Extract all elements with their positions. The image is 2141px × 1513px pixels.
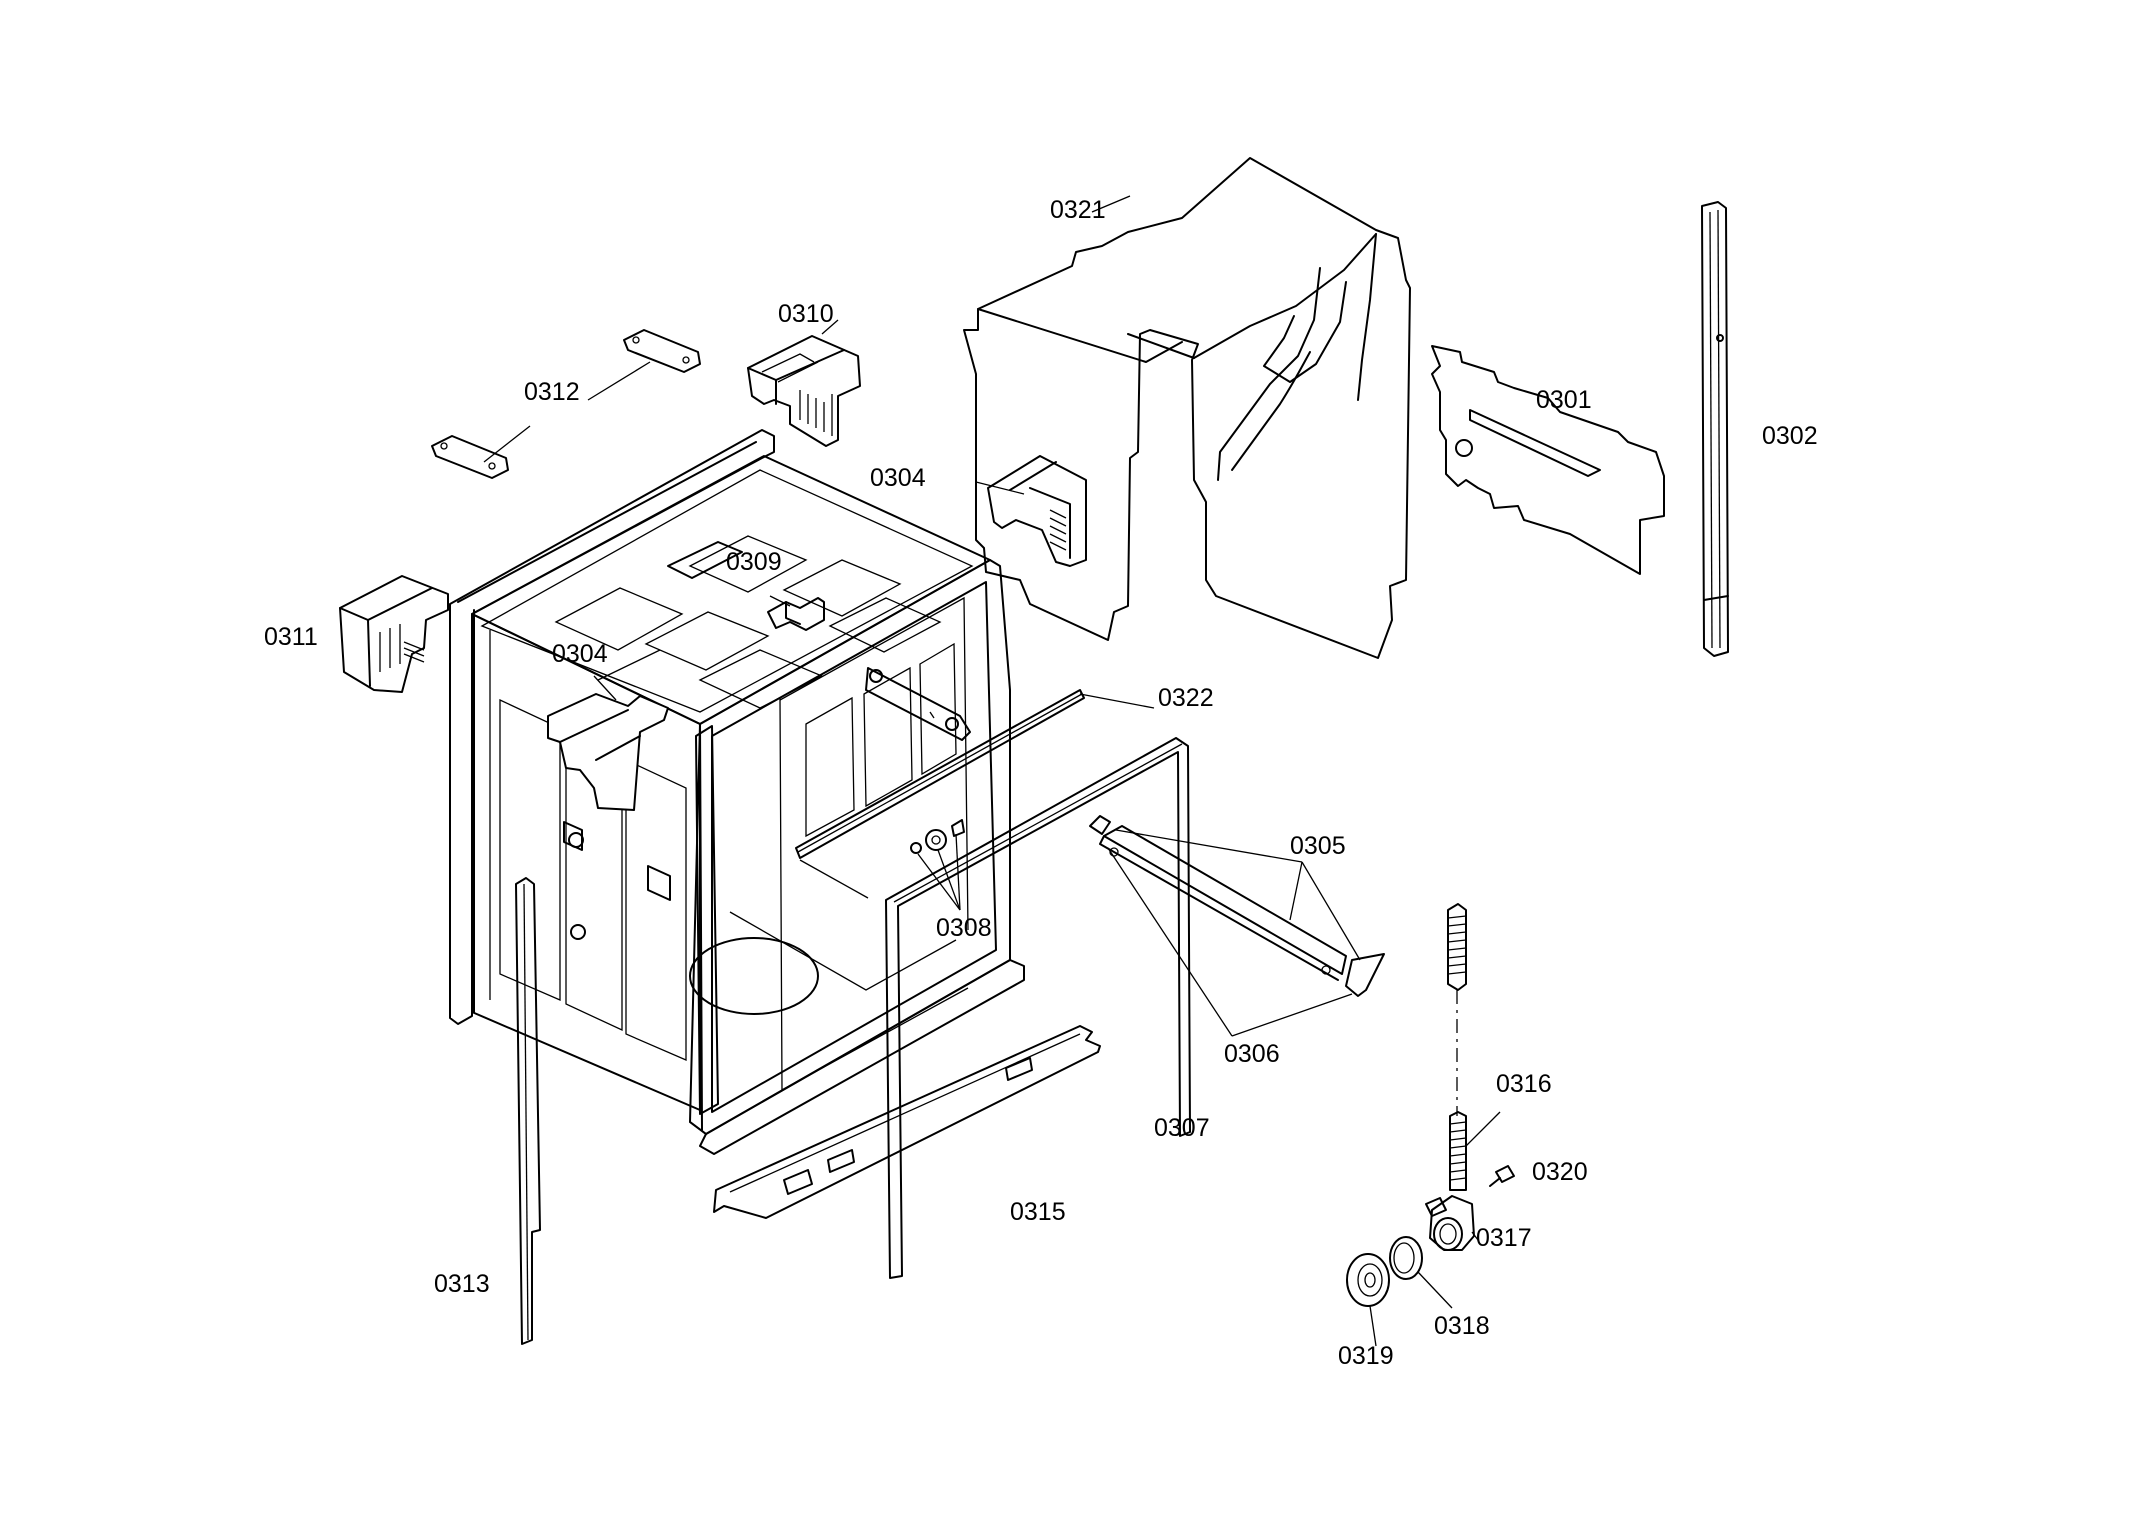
- label-0319: 0319: [1338, 1342, 1394, 1370]
- label-0322: 0322: [1158, 684, 1214, 712]
- part-labels: 0321 0310 0312 0301 0302 0304 0309 0311 …: [264, 196, 1818, 1370]
- label-0304-left: 0304: [552, 640, 608, 668]
- label-0311: 0311: [264, 623, 318, 651]
- part-dishwasher-tub: [449, 429, 1025, 1155]
- part-0319-cap: [1346, 1253, 1390, 1307]
- label-0309: 0309: [726, 548, 782, 576]
- part-0308-fasteners: [910, 819, 965, 854]
- label-0307: 0307: [1154, 1114, 1210, 1142]
- label-0301: 0301: [1536, 386, 1592, 414]
- part-0304-bracket-right: [987, 455, 1087, 567]
- label-0304-right: 0304: [870, 464, 926, 492]
- label-0310: 0310: [778, 300, 834, 328]
- part-0320-screw: [1489, 1165, 1515, 1187]
- label-0305: 0305: [1290, 832, 1346, 860]
- label-0318: 0318: [1434, 1312, 1490, 1340]
- label-0315: 0315: [1010, 1198, 1066, 1226]
- part-0302-side-rail: [1701, 201, 1729, 657]
- part-0321-insulation-cover: [963, 157, 1411, 659]
- label-0313: 0313: [434, 1270, 490, 1298]
- part-0313-vertical-strip: [515, 877, 541, 1345]
- part-0310-bracket: [747, 335, 861, 447]
- part-0312-clip-lower: [431, 435, 509, 479]
- leader-lines: [483, 195, 1501, 1347]
- part-0315-base-strip: [713, 1025, 1101, 1219]
- part-0309-clip: [767, 597, 825, 631]
- part-0316-threaded-rod: [1447, 903, 1467, 1191]
- part-0301-panel: [1431, 345, 1665, 575]
- part-0317-valve-body: [1425, 1195, 1475, 1251]
- label-0306: 0306: [1224, 1040, 1280, 1068]
- label-0308: 0308: [936, 914, 992, 942]
- part-0312-clip-upper: [623, 329, 701, 373]
- part-0322-strip: [795, 689, 1085, 859]
- part-0304-bracket-left: [547, 693, 669, 811]
- label-0316: 0316: [1496, 1070, 1552, 1098]
- label-0302: 0302: [1762, 422, 1818, 450]
- part-0318-ring: [1389, 1236, 1423, 1280]
- part-0307-door-seal: [885, 737, 1191, 1279]
- label-0312: 0312: [524, 378, 580, 406]
- part-0305-hinge-rail: [1089, 815, 1385, 997]
- label-0320: 0320: [1532, 1158, 1588, 1186]
- part-0311-bracket: [339, 575, 449, 693]
- label-0321: 0321: [1050, 196, 1106, 224]
- label-0317: 0317: [1476, 1224, 1532, 1252]
